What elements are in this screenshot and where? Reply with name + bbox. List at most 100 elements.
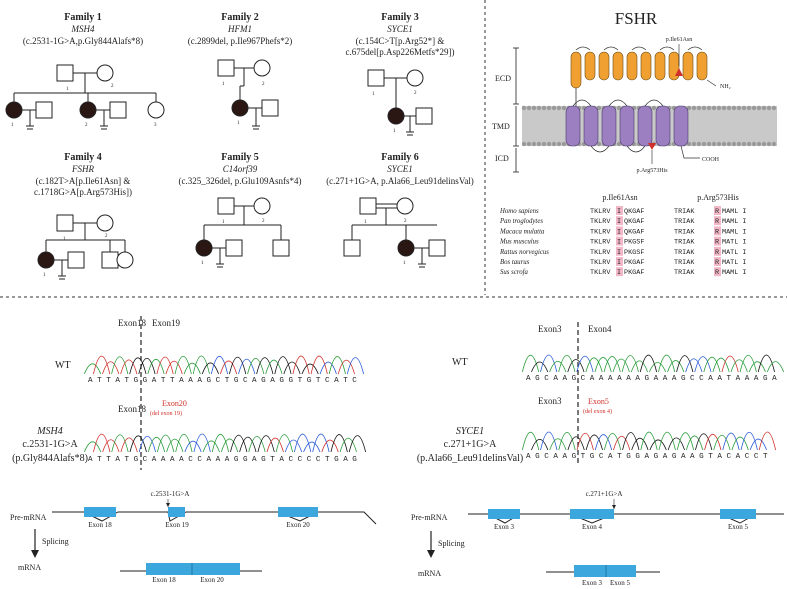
- mutation-label-2: p.Arg573His: [636, 168, 668, 174]
- exon-18-box: [84, 507, 116, 517]
- seq-right-tail: MAML I: [722, 228, 746, 236]
- lipid-head: [541, 141, 547, 147]
- individual-number: 1: [43, 273, 46, 278]
- species-name: Mus musculus: [499, 239, 539, 246]
- lipid-head: [751, 141, 757, 147]
- seq-right: TRIAK: [674, 259, 695, 267]
- chromatogram-peak: [594, 434, 613, 451]
- seq-right: TRIAK: [674, 269, 695, 277]
- ecd-repeat: [626, 51, 638, 81]
- lipid-head: [726, 105, 732, 111]
- pedigree-family-2: [217, 59, 279, 130]
- individual-number: 2: [111, 84, 114, 89]
- chromatogram-peak: [192, 355, 210, 375]
- exon-4-box: [570, 509, 614, 519]
- chromatogram-peak: [120, 359, 138, 375]
- ecd-repeats: [570, 46, 717, 110]
- chromatogram-peak: [328, 356, 346, 375]
- chromatogram-peak: [757, 354, 775, 373]
- pedigree-numbers: 1 2 1 2 3 1 2 1 1 2 1 1 2 1 1 2 1 1 2 1: [11, 82, 417, 278]
- chromatogram-peak: [694, 356, 712, 373]
- lipid-head: [686, 141, 692, 147]
- mut-exon-right-label: Exon20: [162, 399, 187, 408]
- chromatogram-peak: [201, 362, 219, 375]
- individual-number: 2: [85, 123, 88, 128]
- family-2-variant: (c.2899del, p.Ile967Phefs*2): [188, 36, 292, 46]
- affected-female-symbol: [397, 239, 415, 257]
- tm-helix: [637, 105, 653, 147]
- chromatogram-peak: [685, 358, 703, 373]
- exon-20-box: [278, 507, 318, 517]
- lipid-head: [746, 141, 752, 147]
- chromatogram-peak: [284, 439, 303, 453]
- chromatogram-peak: [102, 439, 120, 453]
- lipid-head: [651, 105, 657, 111]
- family-3-variant-2: c.675del[p.Asp226Metfs*29]): [346, 47, 455, 57]
- seq-left-tail: PKGAF: [624, 259, 644, 267]
- family-5-title: Family 5: [221, 152, 259, 163]
- lipid-head: [751, 105, 757, 111]
- lipid-head: [711, 141, 717, 147]
- mutant-protein-label: (p.Ala66_Leu91delinsVal): [417, 453, 523, 464]
- chromatogram-peak: [667, 437, 685, 451]
- species-name: Pan troglodytes: [499, 218, 543, 225]
- lipid-head: [691, 141, 697, 147]
- tm-helix: [601, 105, 617, 147]
- ecd-repeat: [696, 51, 708, 81]
- tm-helix: [655, 105, 671, 147]
- lipid-head: [521, 105, 527, 111]
- chromatogram-peak: [639, 354, 658, 373]
- chromatogram-peak: [102, 361, 120, 375]
- chromatogram-peak: [184, 440, 202, 453]
- residue-ile61: I: [617, 239, 621, 247]
- individual-number: 3: [154, 123, 157, 128]
- chromatogram-peak: [348, 435, 367, 453]
- highlight-arg573: [714, 257, 721, 266]
- chromatogram-peak: [658, 354, 676, 373]
- chromatogram-peak: [239, 436, 257, 453]
- ecd-repeat: [598, 51, 610, 81]
- seq-left: TKLRV: [590, 259, 611, 267]
- chromatogram-peak: [585, 357, 603, 373]
- chromatogram-peak: [748, 361, 766, 373]
- chromatogram-peak: [330, 434, 348, 453]
- chromatogram-peak: [603, 433, 622, 451]
- seq-right-tail: MATL I: [722, 249, 746, 257]
- individual-number: 1: [372, 92, 375, 97]
- seq-right-tail: MAML I: [722, 208, 746, 216]
- individual-number: 1: [364, 220, 367, 225]
- individual-number: 2: [262, 219, 265, 224]
- mother-symbol: [96, 64, 114, 82]
- chromatogram-peak: [558, 354, 576, 373]
- exon-4-label: Exon 4: [582, 523, 603, 531]
- chromatogram-peak: [93, 433, 111, 453]
- individual-number: 1: [63, 237, 66, 242]
- mutant-variant-label: c.2531-1G>A: [22, 439, 78, 450]
- highlight-arg573: [714, 206, 721, 215]
- cooh-label: COOH: [702, 157, 720, 163]
- father-symbol: [217, 197, 235, 215]
- chromatogram-peak: [658, 431, 676, 451]
- lipid-head: [531, 105, 537, 111]
- ecd-repeat: [570, 51, 582, 89]
- chromatogram-peak: [147, 436, 166, 453]
- residue-ile61: I: [617, 218, 621, 226]
- chromatogram-peak: [721, 355, 739, 373]
- wt-exon-right-label: Exon19: [152, 318, 180, 328]
- lipid-head: [561, 105, 567, 111]
- chromatogram-peak: [175, 433, 193, 453]
- individual-number: 1: [403, 261, 406, 266]
- highlight-ile61: [616, 216, 623, 226]
- highlight-ile61: [616, 226, 623, 236]
- transmembrane-helices: [565, 99, 700, 159]
- highlight-ile61: [616, 257, 623, 266]
- exon-19-label: Exon 19: [165, 521, 189, 529]
- affected-female-symbol: [195, 239, 213, 257]
- chromatogram-peak: [567, 436, 585, 451]
- mother-symbol: [406, 69, 424, 87]
- left-sequence-panel: Exon18 Exon19 WT A T T A T G G A T T A A…: [10, 316, 377, 584]
- c-terminus-line: [680, 145, 700, 159]
- splice-site-label: c.2531-1G>A: [151, 490, 190, 498]
- ecd-repeat: [612, 51, 624, 81]
- chromatogram-peak: [712, 357, 730, 373]
